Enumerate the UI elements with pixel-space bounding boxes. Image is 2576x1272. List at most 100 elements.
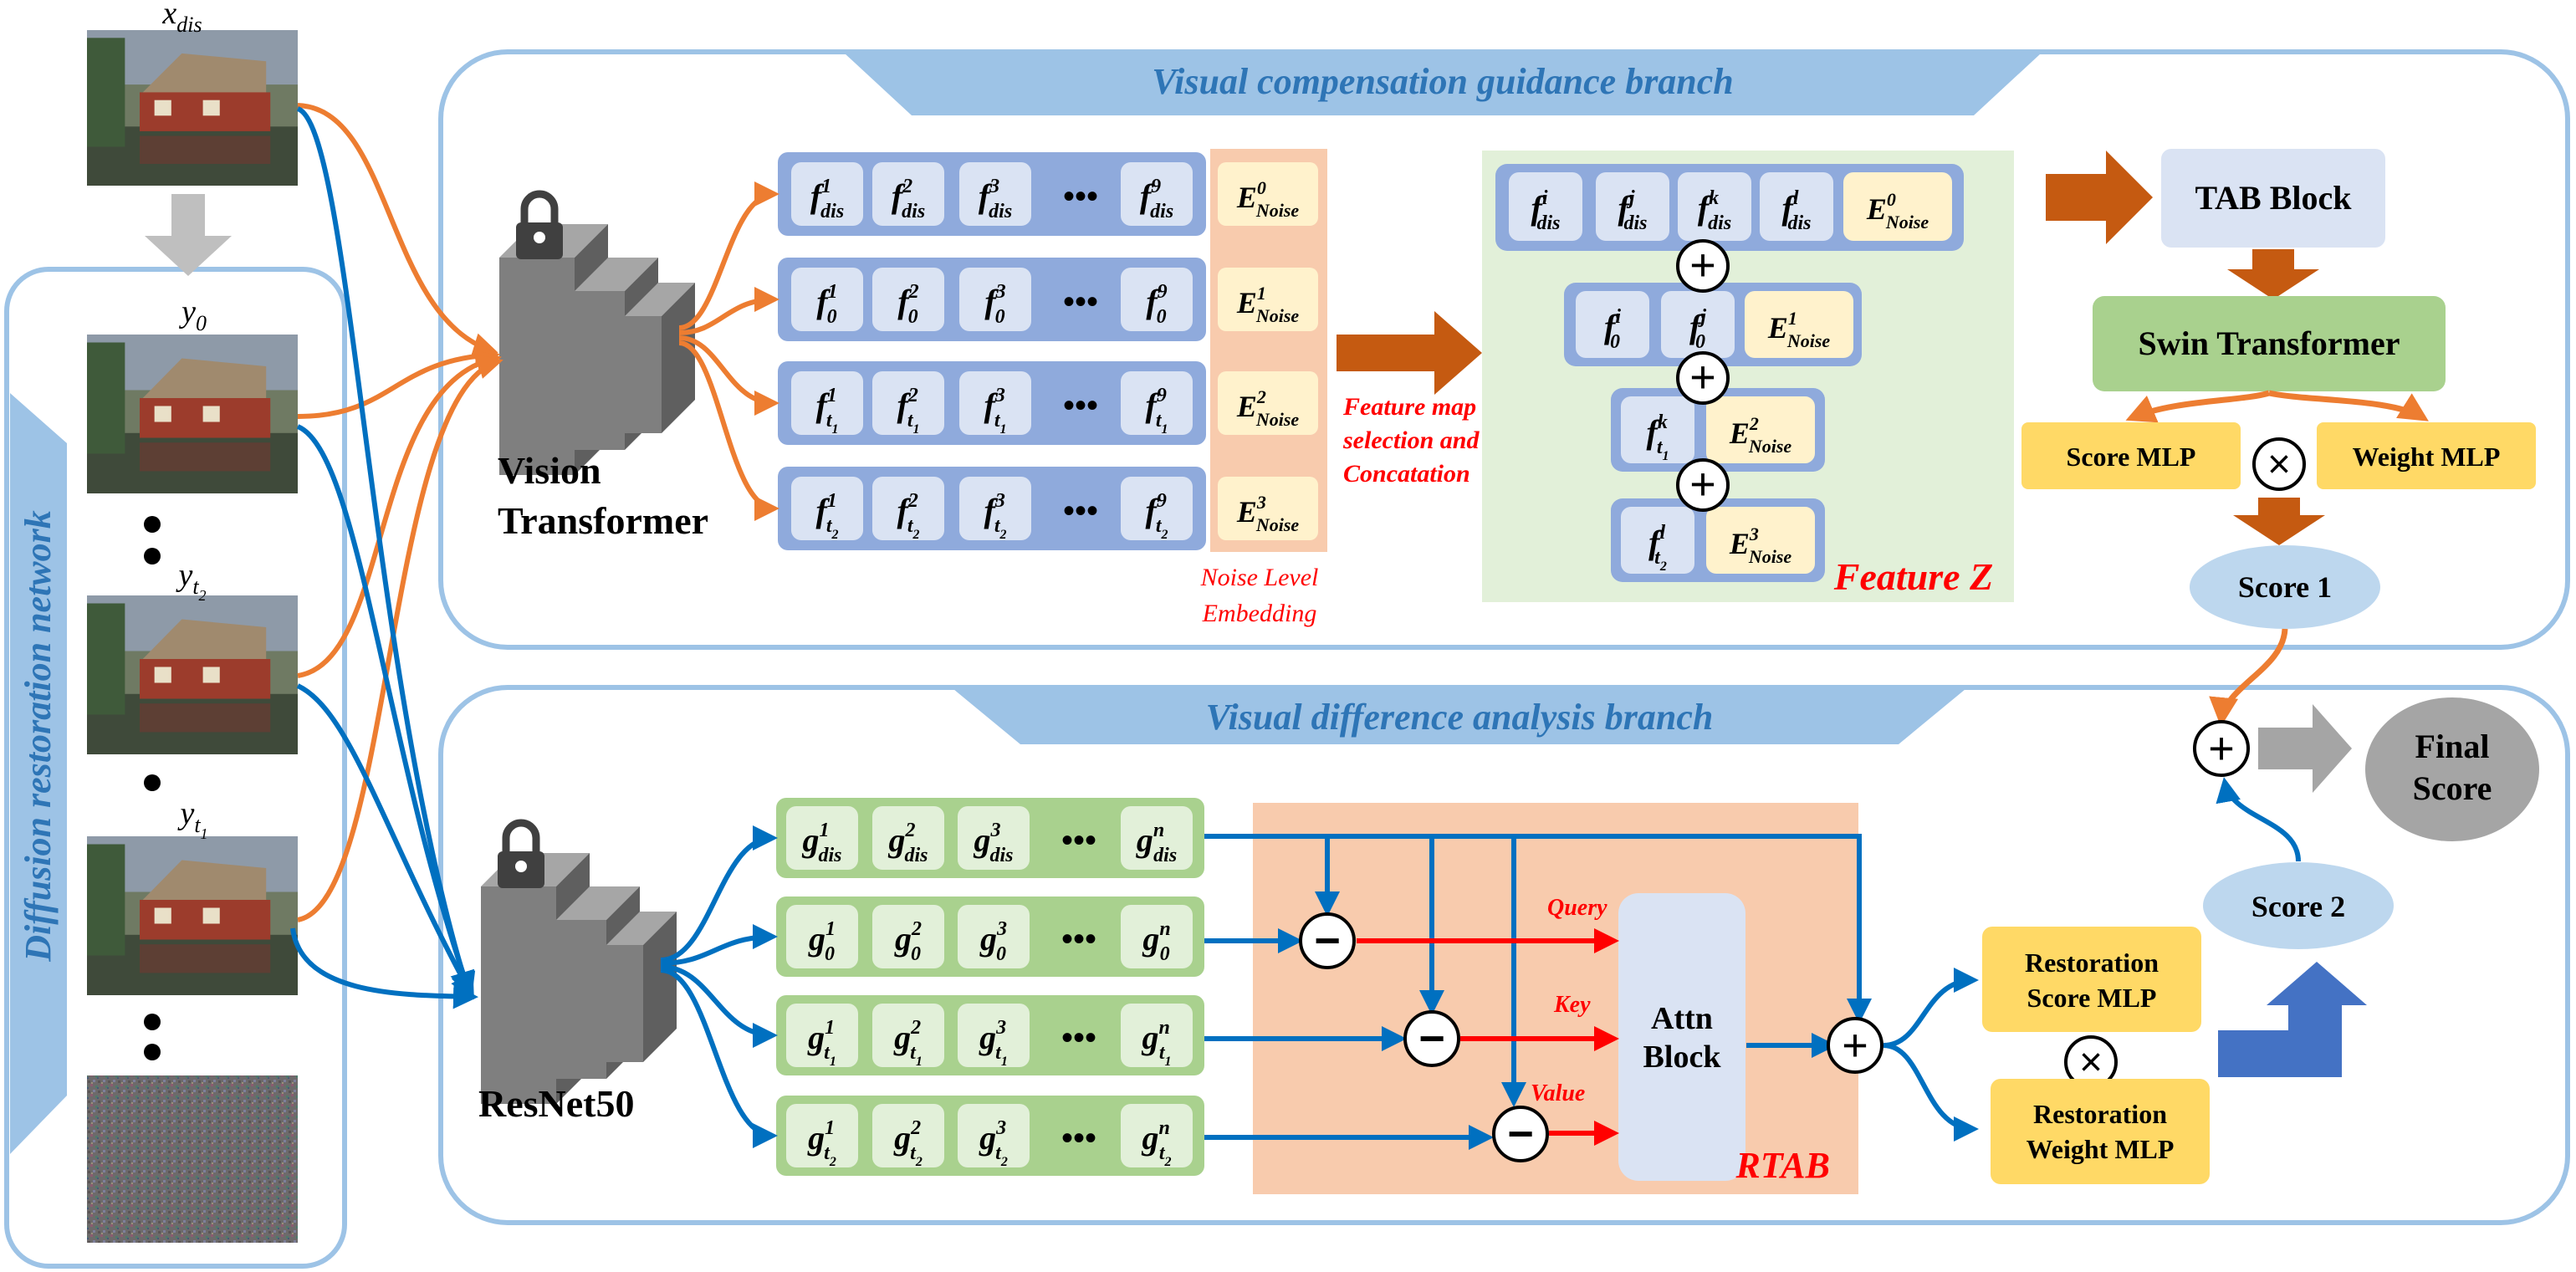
resnet-cell <box>786 1004 858 1067</box>
svg-text:−: − <box>1507 1109 1534 1159</box>
lock-icon <box>498 819 544 888</box>
restoration-images <box>87 30 298 1243</box>
bottom-branch-tab <box>953 689 1965 744</box>
restoration-score-line2: Score MLP <box>2027 983 2157 1013</box>
resnet-cell <box>872 1104 944 1167</box>
vit-ellipsis: ••• <box>1063 493 1098 529</box>
image-yt2 <box>87 595 298 754</box>
key-label: Key <box>1553 992 1591 1018</box>
resnet-cell <box>1121 1004 1193 1067</box>
rtab-red-arrows <box>1357 928 1619 1146</box>
restoration-weight-line2: Weight MLP <box>2027 1134 2175 1164</box>
rtab-sum-op: + <box>1827 1017 1883 1074</box>
svg-text:+: + <box>1689 352 1716 402</box>
value-label: Value <box>1531 1080 1585 1106</box>
vit-cell <box>872 268 944 331</box>
svg-text:+: + <box>1842 1020 1868 1070</box>
final-gray-arrow <box>2258 704 2352 793</box>
resnet-cell <box>958 1004 1030 1067</box>
left-panel: Diffusion restoration network <box>4 267 347 1269</box>
noise-label-line1: Noise Level <box>1200 564 1319 591</box>
swin-transformer-block <box>2093 296 2446 391</box>
restoration-weight-line1: Restoration <box>2033 1099 2167 1129</box>
attn-block-line1: Attn <box>1651 1001 1713 1036</box>
noise-label-line2: Embedding <box>1202 600 1317 627</box>
swin-to-weight-mlp <box>2268 390 2429 421</box>
svg-text:+: + <box>1689 459 1716 509</box>
vit-cell <box>791 268 863 331</box>
resnet-ellipsis: ••• <box>1061 921 1096 958</box>
image-noise <box>87 1075 298 1243</box>
score-mlp-label: Score MLP <box>2067 442 2196 472</box>
svg-text:y0: y0 <box>178 294 207 335</box>
resnet50-label: ResNet50 <box>478 1082 635 1125</box>
image-labels: xdis y0 yt2 yt1 <box>161 0 207 842</box>
score2-to-sum <box>2216 777 2301 862</box>
resnet-cell <box>958 1104 1030 1167</box>
resnet-cell <box>1121 806 1193 870</box>
vision-transformer-encoder <box>499 190 695 475</box>
feature-z-cell <box>1760 172 1833 241</box>
vit-cell <box>1121 268 1193 331</box>
feature-z-label: Feature Z <box>1833 555 1993 598</box>
score1-label: Score 1 <box>2238 570 2332 604</box>
noise-cell <box>1218 371 1318 435</box>
resnet-cell <box>786 905 858 968</box>
svg-text:−: − <box>1314 916 1341 966</box>
vit-cell <box>1121 371 1193 435</box>
resnet-ellipsis: ••• <box>1061 1019 1096 1056</box>
resnet-ellipsis: ••• <box>1061 822 1096 859</box>
selection-label-line3: Concatation <box>1343 460 1470 488</box>
resnet-cell <box>1121 905 1193 968</box>
image-x-dis <box>87 30 298 186</box>
feature-z-plus-op: + <box>1676 239 1730 293</box>
left-panel-label: Diffusion restoration network <box>18 510 59 963</box>
noise-cell <box>1218 162 1318 226</box>
feature-z-plus-op: + <box>1676 351 1730 405</box>
image-yt1 <box>87 836 298 995</box>
bottom-branch: Visual difference analysis branch <box>438 685 2570 1225</box>
vit-cell <box>872 162 944 226</box>
blue-elbow-arrow <box>2218 962 2367 1077</box>
image-to-encoder-arrows <box>290 103 503 1009</box>
restoration-weight-mlp <box>1991 1079 2210 1184</box>
lock-icon <box>516 190 563 259</box>
vit-cell <box>791 162 863 226</box>
vit-cell <box>872 371 944 435</box>
rtab-connections <box>1204 834 1872 1150</box>
top-multiply-op: × <box>2252 437 2306 491</box>
feature-z-cell <box>1678 172 1751 241</box>
svg-text:−: − <box>1418 1014 1445 1064</box>
feature-z-plus-op: + <box>1676 458 1730 512</box>
vit-ellipsis: ••• <box>1063 178 1098 215</box>
